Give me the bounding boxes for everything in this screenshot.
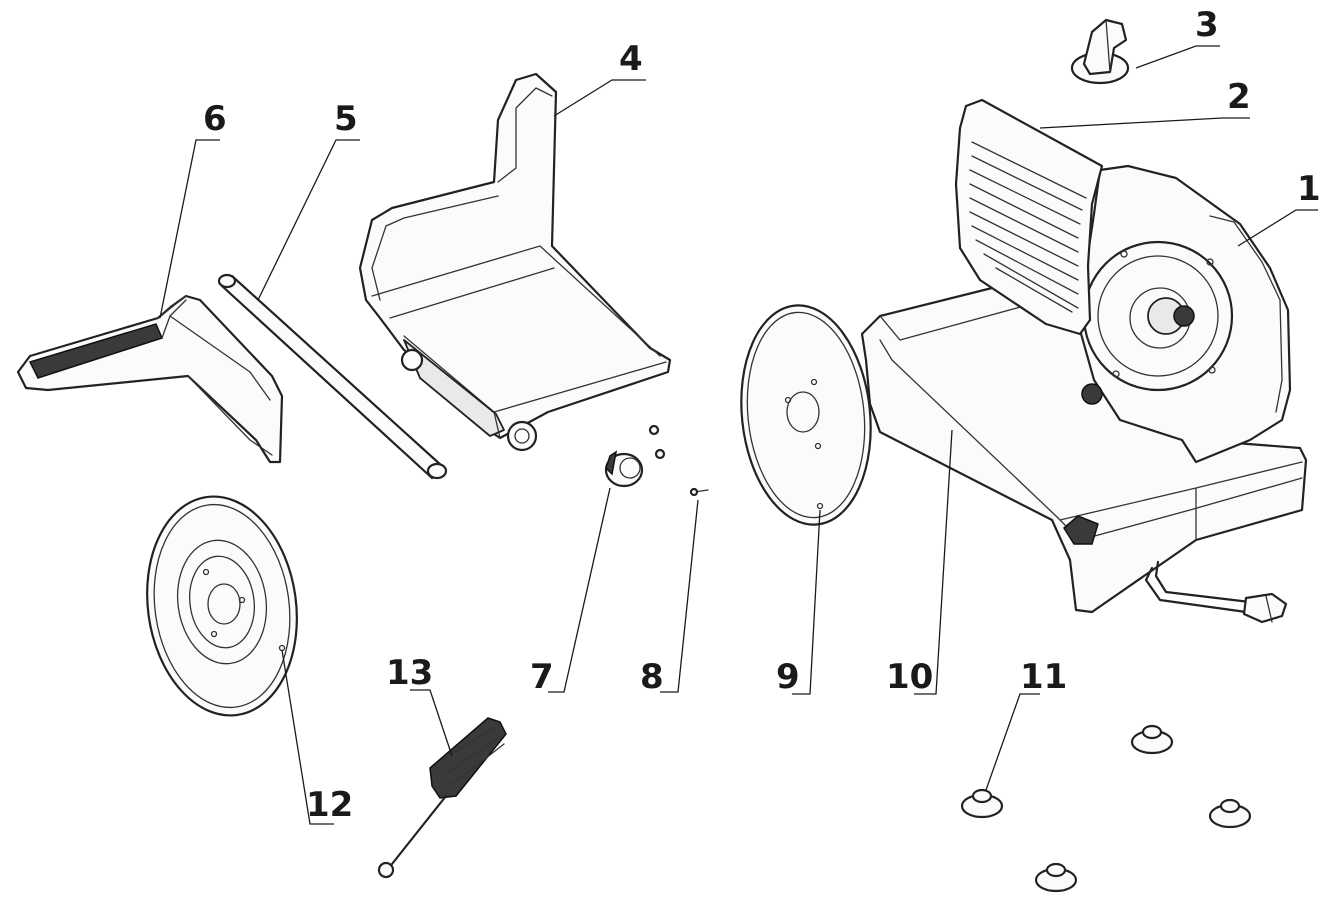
part-4-carriage [358, 72, 672, 452]
leader-lines [159, 45, 1318, 825]
callout-9: 9 [776, 657, 800, 697]
leader-5 [257, 139, 360, 301]
part-9-blade-plate [740, 304, 872, 526]
leader-2 [1039, 117, 1250, 129]
leader-12 [281, 649, 334, 825]
leader-13 [410, 689, 453, 757]
leader-6 [159, 139, 220, 319]
part-11-rubber-feet [960, 724, 1252, 893]
callout-12: 12 [306, 785, 353, 825]
part-8-screw [689, 487, 709, 497]
callout-7: 7 [530, 657, 554, 697]
leader-1 [1237, 209, 1318, 247]
leader-7 [548, 487, 611, 693]
leader-3 [1135, 45, 1220, 69]
callout-8: 8 [640, 657, 664, 697]
foot-1 [960, 788, 1004, 819]
callout-1: 1 [1297, 169, 1321, 209]
leader-11 [985, 693, 1040, 791]
part-6-food-pusher [16, 294, 284, 464]
part-1-main-body [860, 98, 1308, 624]
leader-8 [660, 499, 699, 693]
callout-6: 6 [203, 99, 227, 139]
part-7-knob [604, 424, 666, 488]
leader-10 [914, 429, 953, 695]
callout-labels: 1 2 3 4 5 6 7 8 9 10 11 12 13 [203, 5, 1321, 825]
callout-5: 5 [334, 99, 358, 139]
leader-4 [553, 79, 646, 117]
part-5-guide-rod [217, 273, 448, 480]
leader-9 [792, 509, 821, 695]
callout-13: 13 [386, 653, 433, 693]
part-3-top-knob [1070, 18, 1130, 85]
part-13-cleaning-brush [377, 717, 507, 879]
callout-11: 11 [1020, 657, 1067, 697]
callout-3: 3 [1195, 5, 1219, 45]
callout-4: 4 [619, 39, 643, 79]
callout-2: 2 [1227, 77, 1251, 117]
foot-3 [1208, 798, 1252, 829]
foot-4 [1034, 862, 1078, 893]
callout-10: 10 [886, 657, 933, 697]
foot-2 [1130, 724, 1174, 755]
part-12-blade [146, 495, 298, 717]
